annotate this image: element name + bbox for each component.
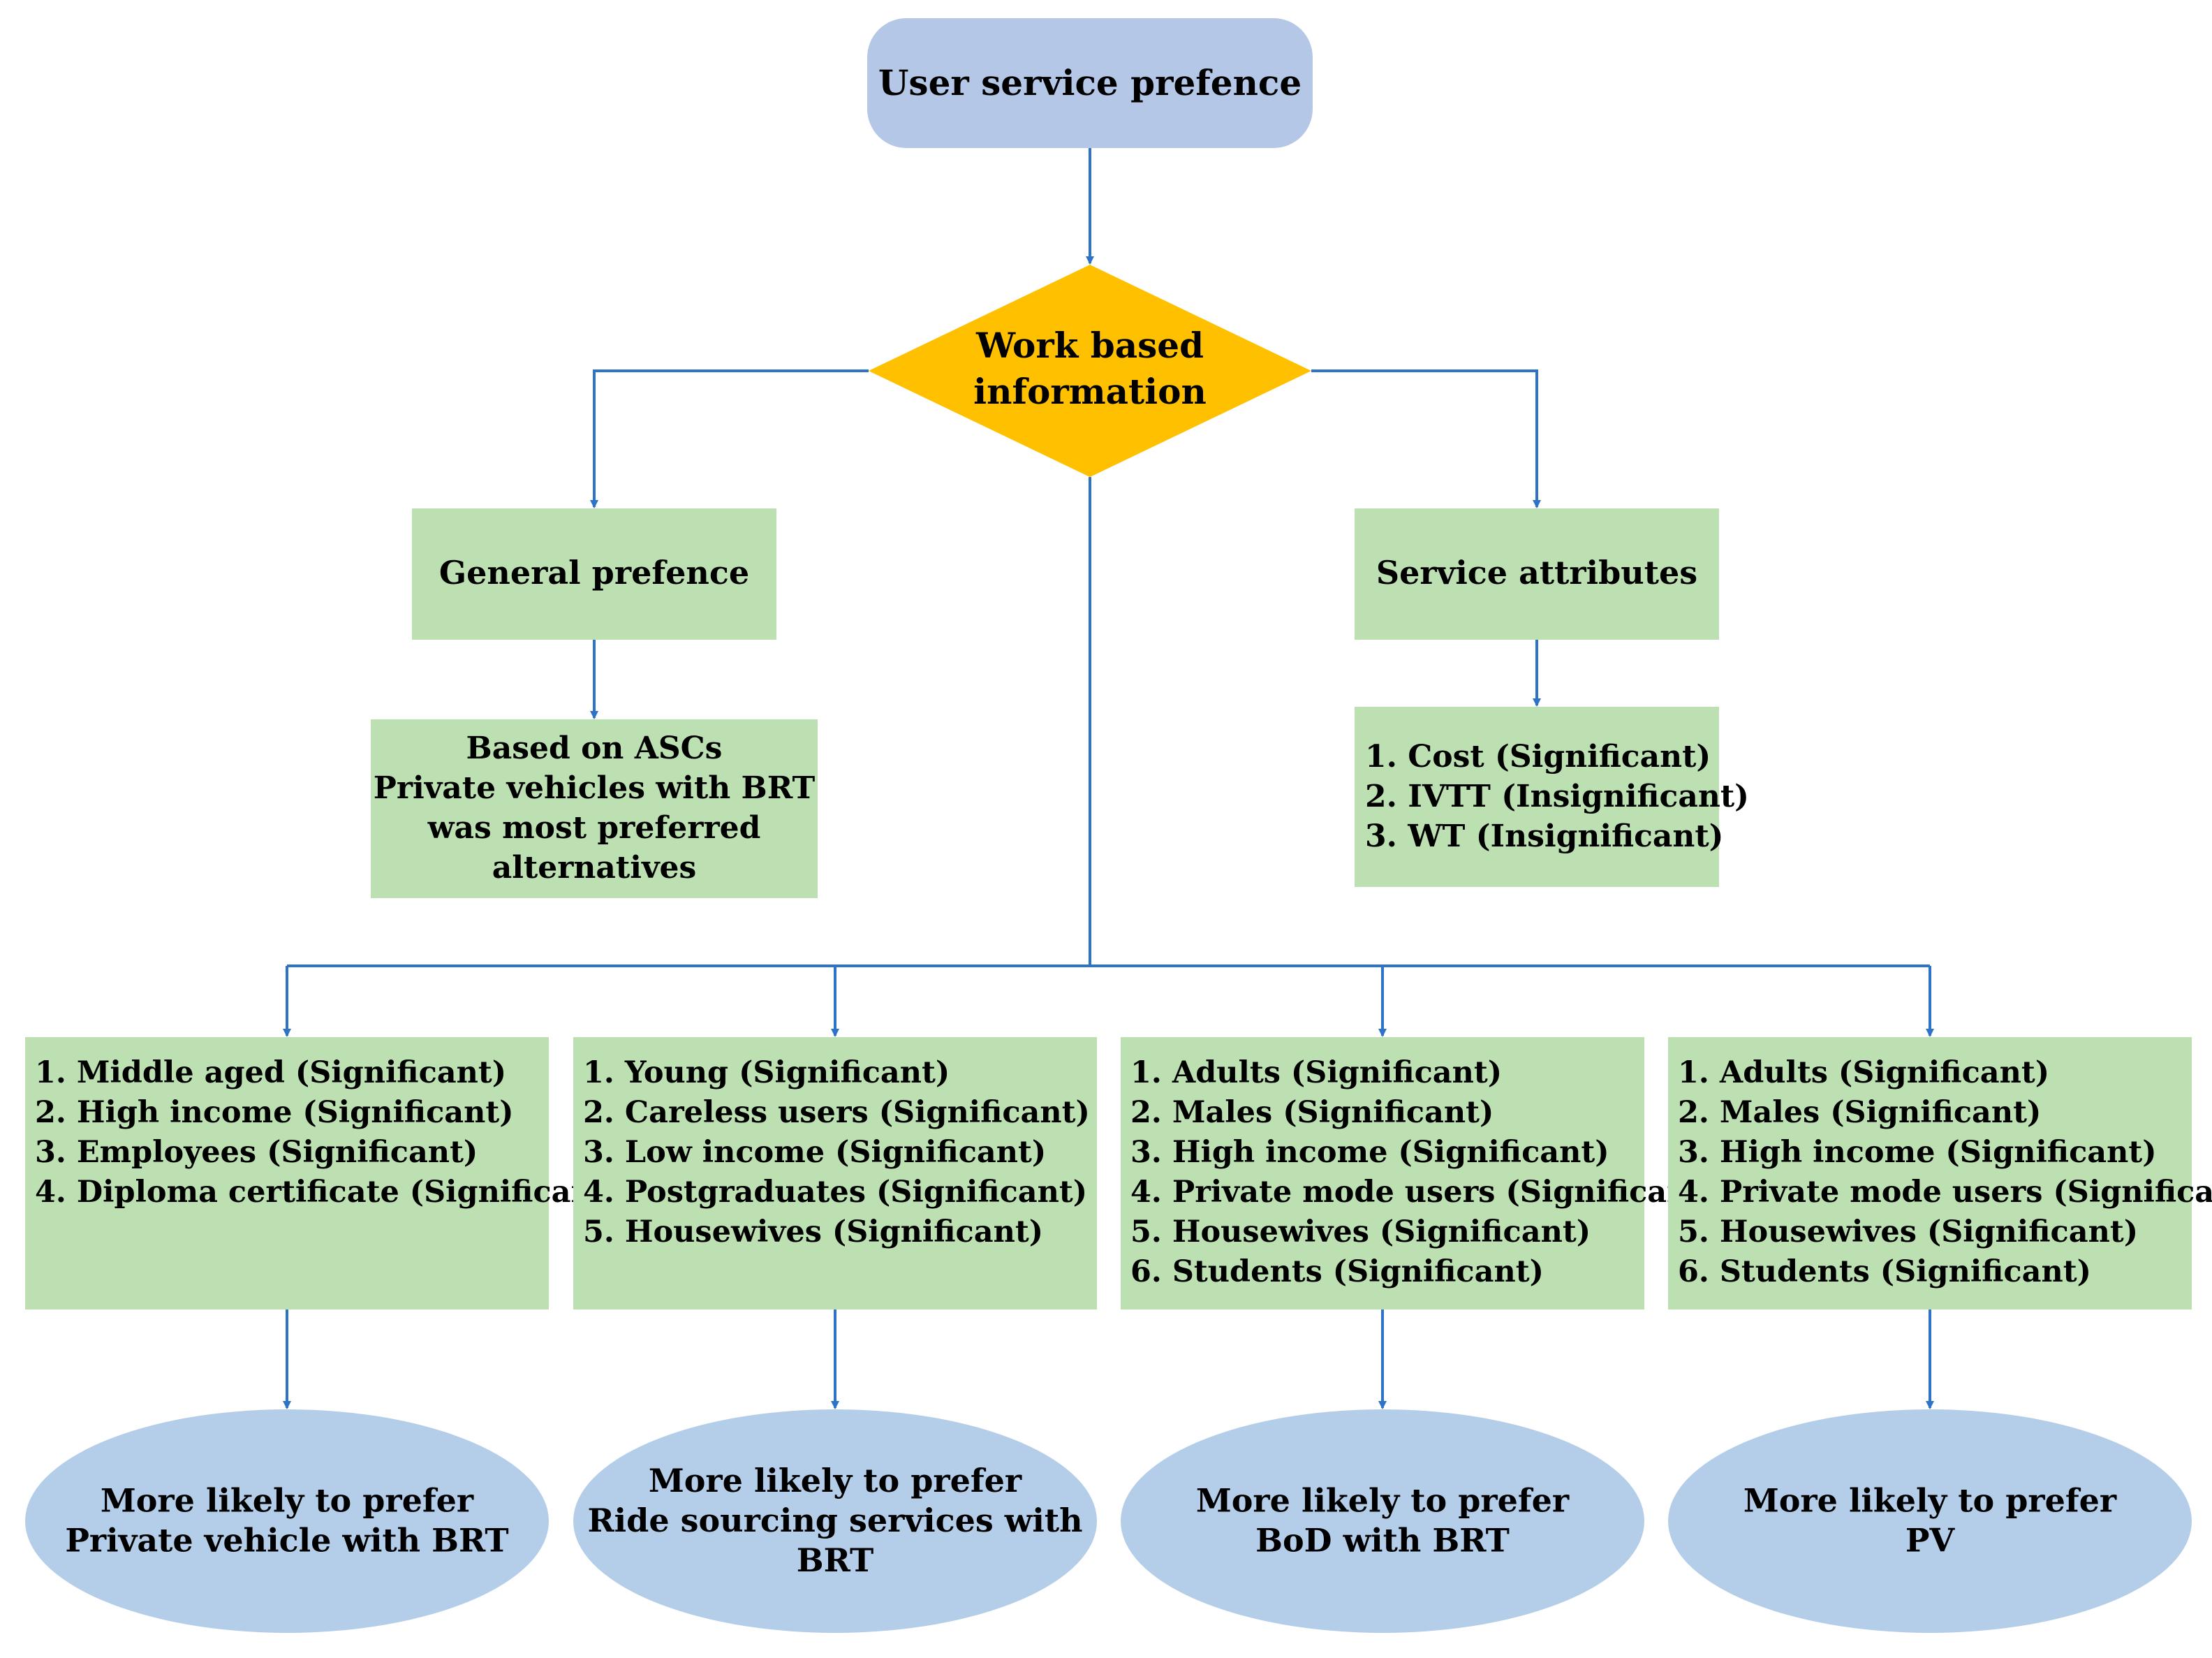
segment-item: 5. Housewives (Significant) xyxy=(1678,1215,2138,1249)
segment-item: 3. Low income (Significant) xyxy=(583,1135,1046,1170)
segment-item: 1. Adults (Significant) xyxy=(1678,1055,2049,1090)
general-detail-line: was most preferred xyxy=(427,810,761,846)
segment-item: 2. High income (Significant) xyxy=(35,1095,514,1130)
segment-item: 5. Housewives (Significant) xyxy=(583,1215,1043,1249)
general-detail-box xyxy=(371,719,818,898)
segment-group-1: 1. Middle aged (Significant) 2. High inco… xyxy=(25,1037,621,1309)
segment-item: 2. Males (Significant) xyxy=(1130,1095,1494,1130)
segment-item: 6. Students (Significant) xyxy=(1678,1254,2091,1289)
outcome-line: BRT xyxy=(797,1541,874,1579)
segment-item: 1. Middle aged (Significant) xyxy=(35,1055,506,1090)
service-detail-node: 1. Cost (Significant) 2. IVTT (Insignific… xyxy=(1355,707,1749,887)
decision-node: Work based information xyxy=(869,265,1311,477)
segment-item: 4. Postgraduates (Significant) xyxy=(583,1175,1087,1210)
segment-item: 3. High income (Significant) xyxy=(1678,1135,2157,1170)
segment-item: 3. High income (Significant) xyxy=(1130,1135,1609,1170)
segment-box xyxy=(1121,1037,1644,1309)
decision-label-line: Work based xyxy=(975,325,1204,366)
service-attributes-box xyxy=(1355,508,1719,640)
general-preference-node: General prefence xyxy=(412,508,776,640)
outcome-line: PV xyxy=(1905,1522,1956,1560)
segment-item: 1. Adults (Significant) xyxy=(1130,1055,1502,1090)
outcome-line: More likely to prefer xyxy=(101,1482,474,1520)
outcome-line: More likely to prefer xyxy=(1196,1482,1570,1520)
decision-label-line: information xyxy=(973,371,1207,412)
connector-decision-to-general xyxy=(590,369,869,508)
outcome-oval xyxy=(1121,1409,1644,1633)
service-attributes-label: Service attributes xyxy=(1376,554,1697,592)
segment-item: 4. Diploma certificate (Significant) xyxy=(35,1175,621,1210)
general-detail-line: Based on ASCs xyxy=(466,731,723,766)
segment-group-2: 1. Young (Significant) 2. Careless users … xyxy=(573,1037,1097,1309)
connector-decision-to-service xyxy=(1311,369,1541,508)
segment-item: 4. Private mode users (Significant) xyxy=(1130,1175,1717,1210)
decision-diamond xyxy=(869,265,1311,477)
segment-box xyxy=(573,1037,1097,1309)
outcome-line: Private vehicle with BRT xyxy=(65,1522,508,1560)
outcome-line: More likely to prefer xyxy=(649,1462,1022,1499)
general-preference-box xyxy=(412,508,776,640)
outcome-oval xyxy=(573,1409,1097,1633)
service-detail-line: 3. WT (Insignificant) xyxy=(1365,819,1724,854)
segment-item: 2. Careless users (Significant) xyxy=(583,1095,1090,1130)
service-detail-line: 2. IVTT (Insignificant) xyxy=(1365,779,1749,814)
general-preference-label: General prefence xyxy=(439,554,749,592)
top-node-label: User service prefence xyxy=(878,62,1302,103)
outcome-line: More likely to prefer xyxy=(1743,1482,2117,1520)
general-detail-line: Private vehicles with BRT xyxy=(374,770,816,806)
service-detail-line: 1. Cost (Significant) xyxy=(1365,739,1711,775)
connectors xyxy=(283,148,1934,1409)
outcome-line: BoD with BRT xyxy=(1255,1522,1510,1560)
segment-box xyxy=(1668,1037,2192,1309)
segment-group-4: 1. Adults (Significant) 2. Males (Signifi… xyxy=(1668,1037,2212,1309)
segment-item: 1. Young (Significant) xyxy=(583,1055,950,1090)
outcome-oval xyxy=(1668,1409,2192,1633)
service-detail-box xyxy=(1355,707,1719,887)
segment-item: 2. Males (Significant) xyxy=(1678,1095,2041,1130)
general-detail-line: alternatives xyxy=(492,850,697,886)
top-node-shape xyxy=(867,18,1313,148)
segment-box xyxy=(25,1037,549,1309)
outcome-line: Ride sourcing services with xyxy=(587,1502,1082,1539)
segment-item: 4. Private mode users (Significant) xyxy=(1678,1175,2212,1210)
segment-item: 3. Employees (Significant) xyxy=(35,1135,478,1170)
outcome-oval xyxy=(25,1409,549,1633)
segment-item: 5. Housewives (Significant) xyxy=(1130,1215,1591,1249)
segment-item: 6. Students (Significant) xyxy=(1130,1254,1544,1289)
service-attributes-node: Service attributes xyxy=(1355,508,1719,640)
top-node: User service prefence xyxy=(867,18,1313,148)
segment-group-3: 1. Adults (Significant) 2. Males (Signifi… xyxy=(1121,1037,1717,1309)
